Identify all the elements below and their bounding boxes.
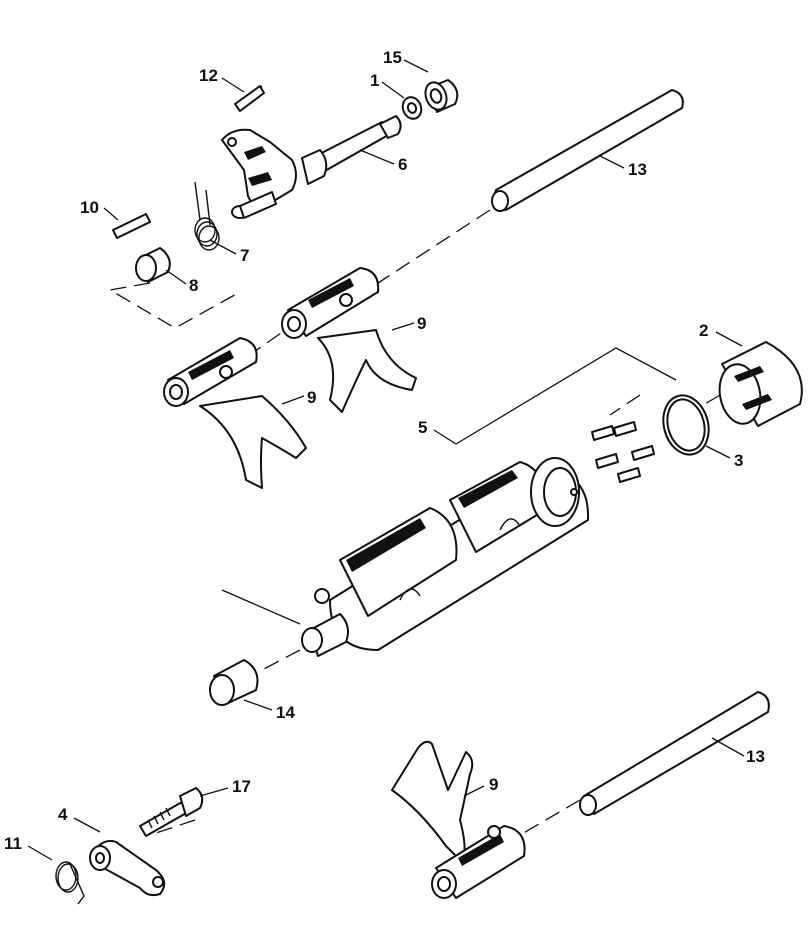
callout-9-upper: 9 bbox=[417, 314, 426, 333]
callout-labels: 15 1 12 6 13 10 7 8 9 9 2 5 3 14 13 9 17… bbox=[4, 48, 765, 853]
callout-7: 7 bbox=[240, 246, 249, 265]
part-8-bushing bbox=[135, 247, 171, 283]
part-1-washer bbox=[401, 96, 423, 120]
callout-1: 1 bbox=[370, 71, 379, 90]
part-2-bearing bbox=[718, 341, 803, 427]
part-9-fork-upper bbox=[281, 267, 417, 413]
callout-15: 15 bbox=[383, 48, 402, 67]
callout-8: 8 bbox=[189, 276, 198, 295]
part-9-fork-lower bbox=[391, 740, 526, 899]
part-13-upper-rod bbox=[491, 89, 684, 212]
part-3-ring bbox=[662, 394, 710, 456]
callout-12: 12 bbox=[199, 66, 218, 85]
part-4-lever bbox=[89, 839, 166, 897]
callout-11: 11 bbox=[4, 834, 22, 853]
leader-lines bbox=[27, 59, 745, 861]
part-10-pin bbox=[112, 213, 151, 239]
callout-9-lower: 9 bbox=[489, 775, 498, 794]
part-6-shift-shaft bbox=[221, 115, 402, 219]
callout-10: 10 bbox=[80, 198, 99, 217]
callout-17: 17 bbox=[232, 777, 251, 796]
part-7-torsion-spring bbox=[194, 181, 220, 251]
callout-13-upper: 13 bbox=[628, 160, 647, 179]
part-17-bolt bbox=[139, 787, 204, 837]
callout-14: 14 bbox=[276, 703, 295, 722]
callout-9-left: 9 bbox=[307, 388, 316, 407]
callout-2: 2 bbox=[699, 321, 708, 340]
part-13-lower-rod bbox=[579, 691, 770, 816]
callout-6: 6 bbox=[398, 155, 407, 174]
part-11-spring bbox=[55, 861, 85, 905]
part-5-shift-drum bbox=[301, 457, 590, 657]
callout-4: 4 bbox=[58, 805, 68, 824]
part-12-spring bbox=[234, 85, 265, 112]
callout-5: 5 bbox=[418, 418, 427, 437]
callout-13-lower: 13 bbox=[746, 747, 765, 766]
part-15-bearing bbox=[424, 79, 459, 113]
callout-3: 3 bbox=[734, 451, 743, 470]
drum-pins bbox=[591, 421, 655, 483]
part-14-bushing bbox=[209, 659, 259, 706]
part-9-fork-left bbox=[163, 337, 307, 489]
